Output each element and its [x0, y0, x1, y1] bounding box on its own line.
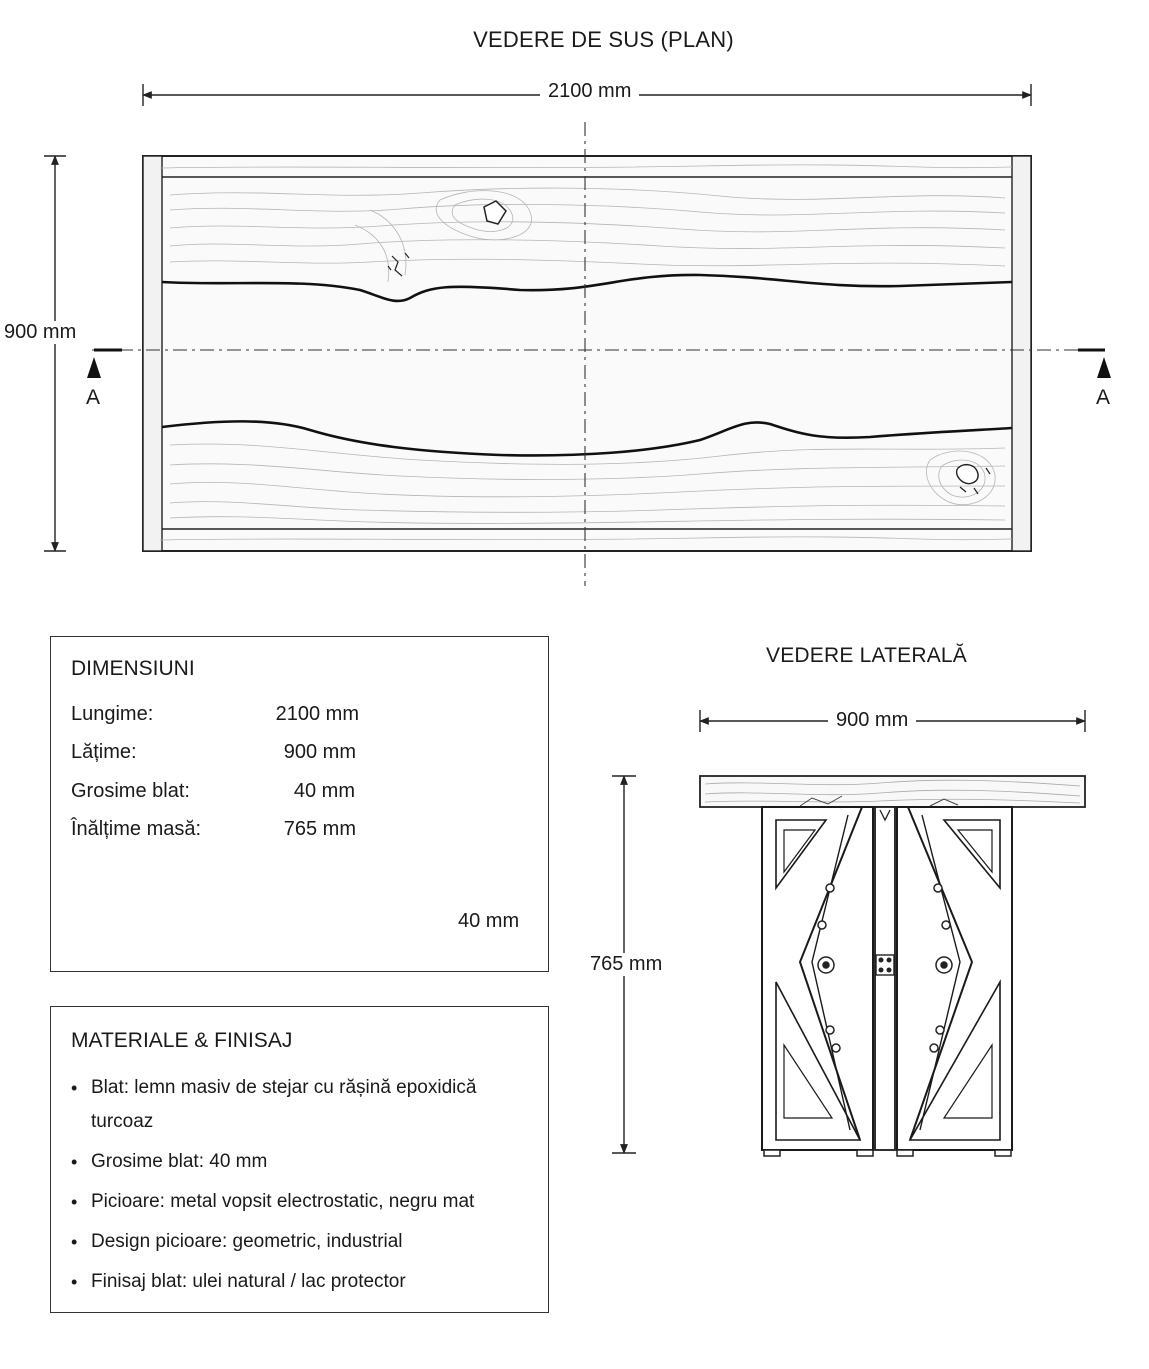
section-label-left: A: [86, 386, 101, 409]
thickness-label: 40 mm: [458, 910, 520, 932]
dim-row-label: Lățime:: [71, 741, 137, 763]
plan-table-top: [142, 155, 1032, 552]
section-label-right: A: [1096, 386, 1111, 409]
wood-grain-upper: [159, 164, 1013, 541]
plan-length-label: 2100 mm: [540, 80, 640, 103]
side-center-connector: [874, 806, 896, 1151]
wood-knot-lower: [955, 463, 979, 485]
dim-row-value: 765 mm: [283, 818, 356, 840]
resin-river-lower-edge: [161, 420, 1013, 457]
plan-width-label: 900 mm: [0, 321, 81, 344]
dimensions-panel: DIMENSIUNI Lungime: 2100 mm Lățime: 900 …: [50, 636, 549, 972]
materials-panel: MATERIALE & FINISAJ Blat: lemn masiv de …: [50, 1006, 549, 1313]
dim-row-value: 900 mm: [283, 741, 356, 763]
plan-right-end-band: [1011, 155, 1032, 552]
section-marker-left: [87, 348, 122, 378]
side-table-top: [699, 775, 1086, 808]
wood-knot-upper: [483, 200, 507, 225]
plan-view: [44, 84, 1111, 586]
dimensions-heading: DIMENSIUNI: [71, 657, 195, 680]
side-width-label: 900 mm: [828, 709, 917, 732]
dim-row-label: Lungime:: [71, 703, 154, 725]
dim-row-value: 2100 mm: [275, 703, 359, 725]
section-marker-right: [1078, 348, 1111, 378]
side-height-label: 765 mm: [584, 953, 669, 976]
materials-item: Finisaj blat: ulei natural / lac protect…: [71, 1265, 541, 1299]
side-leg-right: [896, 806, 1013, 1151]
materials-heading: MATERIALE & FINISAJ: [71, 1029, 293, 1052]
plan-left-end-band: [142, 155, 163, 552]
materials-item: Grosime blat: 40 mm: [71, 1145, 541, 1179]
materials-item: Blat: lemn masiv de stejar cu rășină epo…: [71, 1071, 541, 1139]
materials-list: Blat: lemn masiv de stejar cu rășină epo…: [71, 1071, 541, 1305]
side-feet: [763, 1149, 1012, 1157]
resin-river-upper-edge: [161, 273, 1013, 303]
plan-view-title: VEDERE DE SUS (PLAN): [473, 27, 734, 52]
wood-crack-upper: [387, 252, 410, 277]
dim-row-value: 40 mm: [293, 780, 355, 802]
wood-grain-lower: [169, 443, 1006, 524]
materials-item: Design picioare: geometric, industrial: [71, 1225, 541, 1259]
side-view: [612, 710, 1086, 1157]
side-view-title: VEDERE LATERALĂ: [766, 644, 968, 667]
dim-row-label: Grosime blat:: [71, 780, 190, 802]
dim-row-label: Înălțime masă:: [71, 818, 202, 840]
side-leg-left: [761, 806, 874, 1151]
side-bolts: [817, 883, 953, 1053]
plan-width-dimension: [44, 155, 66, 552]
materials-item: Picioare: metal vopsit electrostatic, ne…: [71, 1185, 541, 1219]
